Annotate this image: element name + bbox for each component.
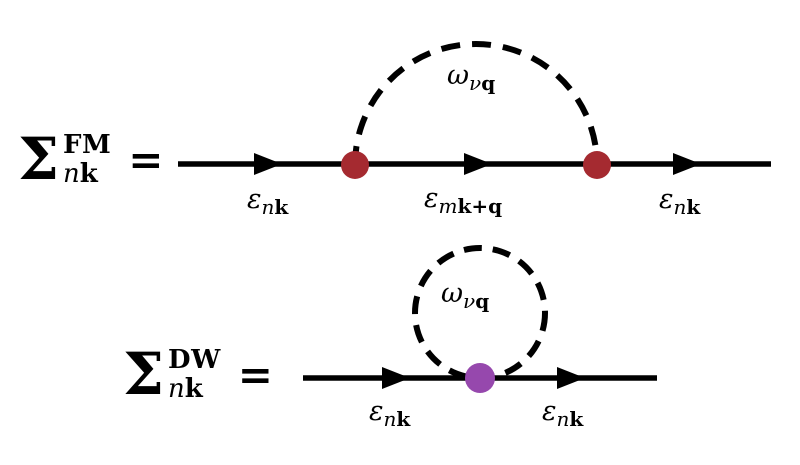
dw-energy-label-left: εnk	[369, 396, 411, 431]
dw-subscript: nk	[168, 374, 203, 405]
fm-phonon-propagator-arc	[352, 41, 600, 166]
fm-energy-label-left: εnk	[247, 184, 289, 219]
dw-vertex-dot	[465, 363, 495, 393]
dw-selfenergy-lhs: Σ DW nk =	[123, 340, 273, 408]
fm-sigma-symbol: Σ	[18, 125, 60, 193]
dw-superscript: DW	[168, 345, 221, 376]
fm-vertex-right-dot	[583, 151, 611, 179]
dw-equals-sign: =	[237, 349, 273, 399]
fm-arrowhead-right-icon	[673, 153, 701, 175]
fm-energy-label-right: εnk	[659, 184, 701, 219]
dw-arrowhead-right-icon	[557, 367, 585, 389]
dw-phonon-frequency-label: ωνq	[441, 278, 490, 313]
dw-sigma-symbol: Σ	[123, 340, 165, 408]
fm-energy-label-middle: εmk+q	[424, 183, 503, 218]
fm-equals-sign: =	[128, 134, 164, 184]
dw-arrowhead-left-icon	[382, 367, 410, 389]
fm-arrowhead-mid-icon	[464, 153, 492, 175]
fm-arrowhead-left-icon	[254, 153, 282, 175]
fm-superscript: FM	[63, 130, 112, 161]
fm-sigma-scripts: FM nk	[63, 132, 111, 187]
dw-sigma-scripts: DW nk	[168, 347, 221, 402]
fm-subscript: nk	[63, 159, 98, 190]
fm-vertex-left-dot	[341, 151, 369, 179]
dw-phonon-loop-circle	[412, 245, 548, 381]
fm-selfenergy-lhs: Σ FM nk =	[18, 125, 164, 193]
dw-energy-label-right: εnk	[542, 396, 584, 431]
fm-phonon-frequency-label: ωνq	[447, 60, 496, 95]
